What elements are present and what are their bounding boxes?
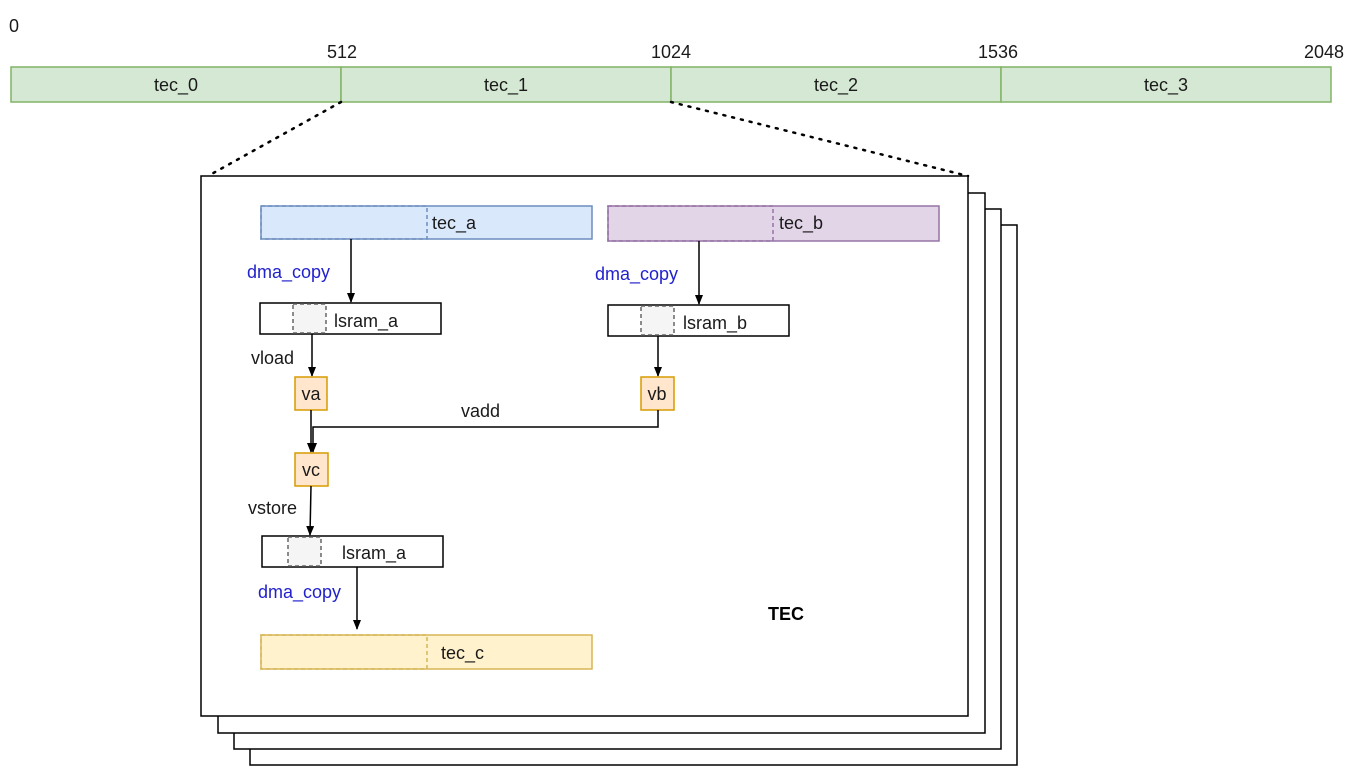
tec-frame xyxy=(200,175,969,717)
lsram-b-slot xyxy=(640,305,675,336)
lsram-b-label: lsram_b xyxy=(683,313,747,334)
tick-label-2048: 2048 xyxy=(1304,42,1344,62)
memory-segment-tec-1 xyxy=(340,66,672,103)
memory-segment-label-tec-2: tec_2 xyxy=(814,75,858,96)
lsram-a-top-label: lsram_a xyxy=(334,311,399,332)
register-vb: vb xyxy=(640,376,675,411)
tick-label-1536: 1536 xyxy=(978,42,1018,62)
op-dma-copy-b: dma_copy xyxy=(595,264,678,285)
memory-segment-tec-3 xyxy=(1000,66,1332,103)
buffer-tec-b-label: tec_b xyxy=(779,213,823,234)
buffer-tec-a-slice xyxy=(260,205,428,240)
buffer-tec-c-slice xyxy=(260,634,428,670)
memory-segment-label-tec-3: tec_3 xyxy=(1144,75,1188,96)
zoom-line-left xyxy=(206,100,343,178)
memory-bar: 0 512 1024 1536 2048 tec_0 tec_1 tec_2 t… xyxy=(9,16,1344,103)
lsram-b: lsram_b xyxy=(607,304,790,337)
lsram-a-top: lsram_a xyxy=(259,302,442,335)
buffer-tec-c: tec_c xyxy=(260,634,593,670)
op-vstore: vstore xyxy=(248,498,297,518)
register-vc-label: vc xyxy=(302,460,320,480)
buffer-tec-b: tec_b xyxy=(607,205,940,242)
buffer-tec-b-slice xyxy=(607,205,774,242)
buffer-tec-a-label: tec_a xyxy=(432,213,477,234)
tec-title: TEC xyxy=(768,604,804,624)
tick-label-start: 0 xyxy=(9,16,19,36)
memory-segment-label-tec-1: tec_1 xyxy=(484,75,528,96)
memory-segment-label-tec-0: tec_0 xyxy=(154,75,198,96)
op-dma-copy-c: dma_copy xyxy=(258,582,341,603)
register-va: va xyxy=(294,376,328,411)
op-dma-copy-a: dma_copy xyxy=(247,262,330,283)
register-vc: vc xyxy=(294,452,329,487)
tick-label-512: 512 xyxy=(327,42,357,62)
op-vadd: vadd xyxy=(461,401,500,421)
tick-label-1024: 1024 xyxy=(651,42,691,62)
lsram-a-bottom-slot xyxy=(287,536,322,567)
register-vb-label: vb xyxy=(647,384,666,404)
zoom-line-right xyxy=(669,100,970,178)
arrow-vadd-b xyxy=(309,410,659,453)
buffer-tec-c-label: tec_c xyxy=(441,643,484,664)
lsram-a-bottom-label: lsram_a xyxy=(342,543,407,564)
arrow-vstore xyxy=(306,485,315,536)
op-vload: vload xyxy=(251,348,294,368)
memory-segment-tec-0 xyxy=(10,66,342,103)
register-va-label: va xyxy=(301,384,321,404)
lsram-a-top-slot xyxy=(292,303,327,334)
lsram-a-bottom: lsram_a xyxy=(261,535,444,568)
buffer-tec-a: tec_a xyxy=(260,205,593,240)
memory-segment-tec-2 xyxy=(670,66,1002,103)
